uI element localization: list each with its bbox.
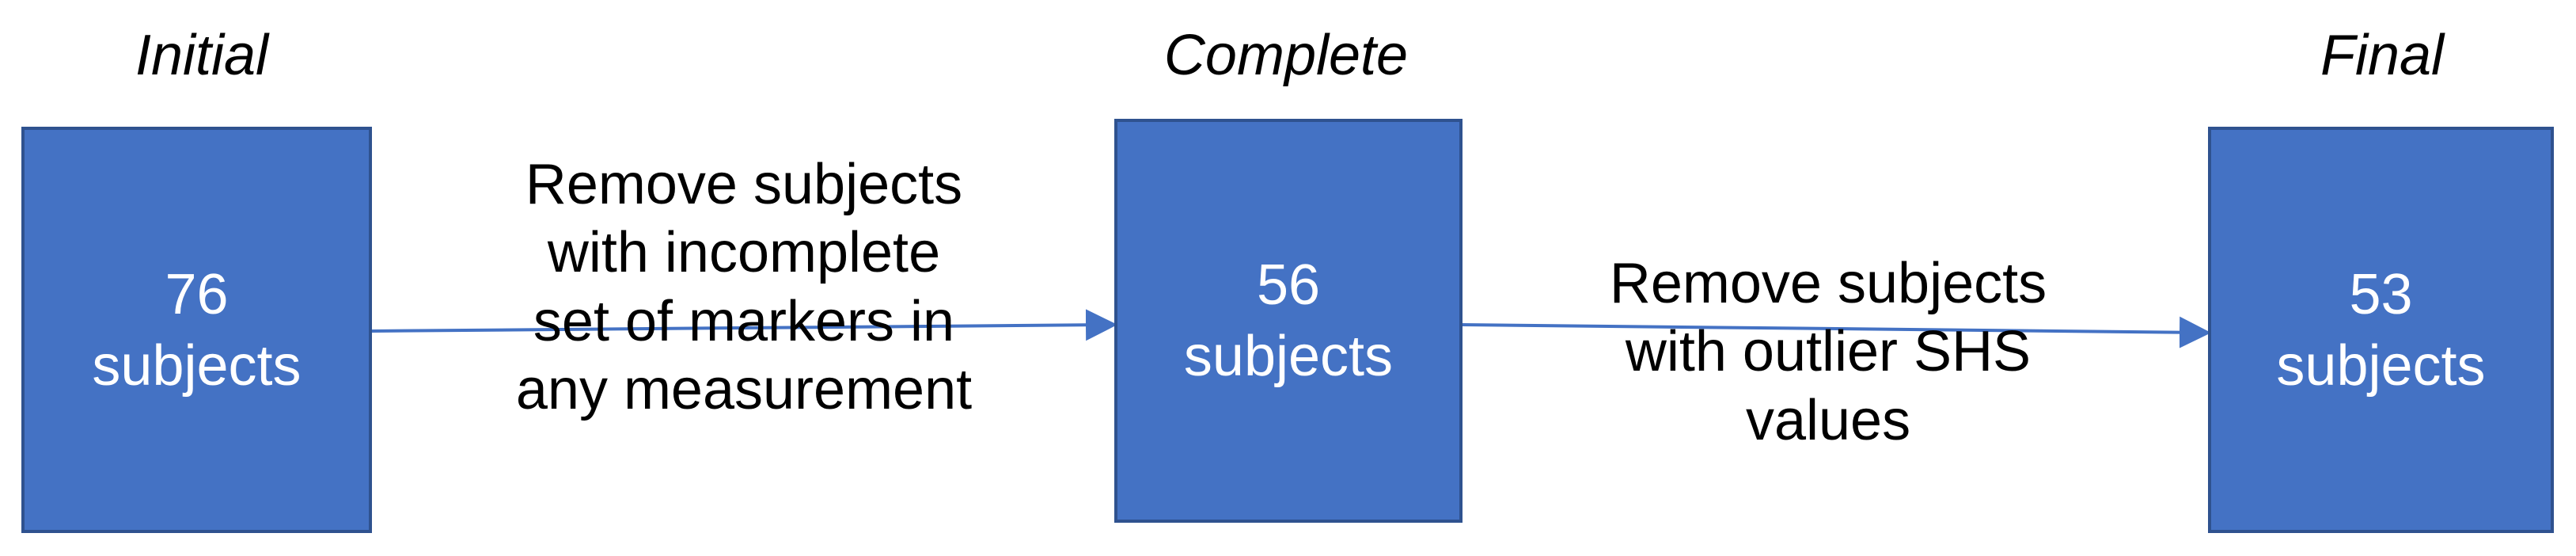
stage-count: 76 <box>165 262 229 326</box>
step-remove-incomplete: Remove subjects with incomplete set of m… <box>443 150 1045 425</box>
stage-label-initial: Initial <box>135 24 269 87</box>
stage-label-complete: Complete <box>1163 24 1409 87</box>
stage-label-final: Final <box>2320 24 2445 87</box>
stage-unit: subjects <box>2276 333 2486 398</box>
step-line: Remove subjects <box>1609 252 2047 315</box>
stage-box-initial: 76 subjects <box>21 127 372 533</box>
step-line: Remove subjects <box>525 153 963 216</box>
step-line: any measurement <box>515 358 973 422</box>
step-remove-outlier: Remove subjects with outlier SHS values <box>1519 249 2137 455</box>
stage-box-complete: 56 subjects <box>1114 119 1463 523</box>
stage-unit: subjects <box>92 333 302 398</box>
arrow-complete-to-final <box>1462 316 2211 348</box>
stage-box-final: 53 subjects <box>2208 127 2554 533</box>
stage-count: 56 <box>1256 253 1321 317</box>
arrow-initial-to-complete <box>371 309 1117 341</box>
step-line: values <box>1745 388 1911 452</box>
step-line: set of markers in <box>533 289 955 353</box>
step-line: with outlier SHS <box>1625 320 2032 384</box>
stage-count: 53 <box>2349 262 2413 326</box>
step-line: with incomplete <box>547 221 941 285</box>
stage-unit: subjects <box>1183 325 1394 388</box>
